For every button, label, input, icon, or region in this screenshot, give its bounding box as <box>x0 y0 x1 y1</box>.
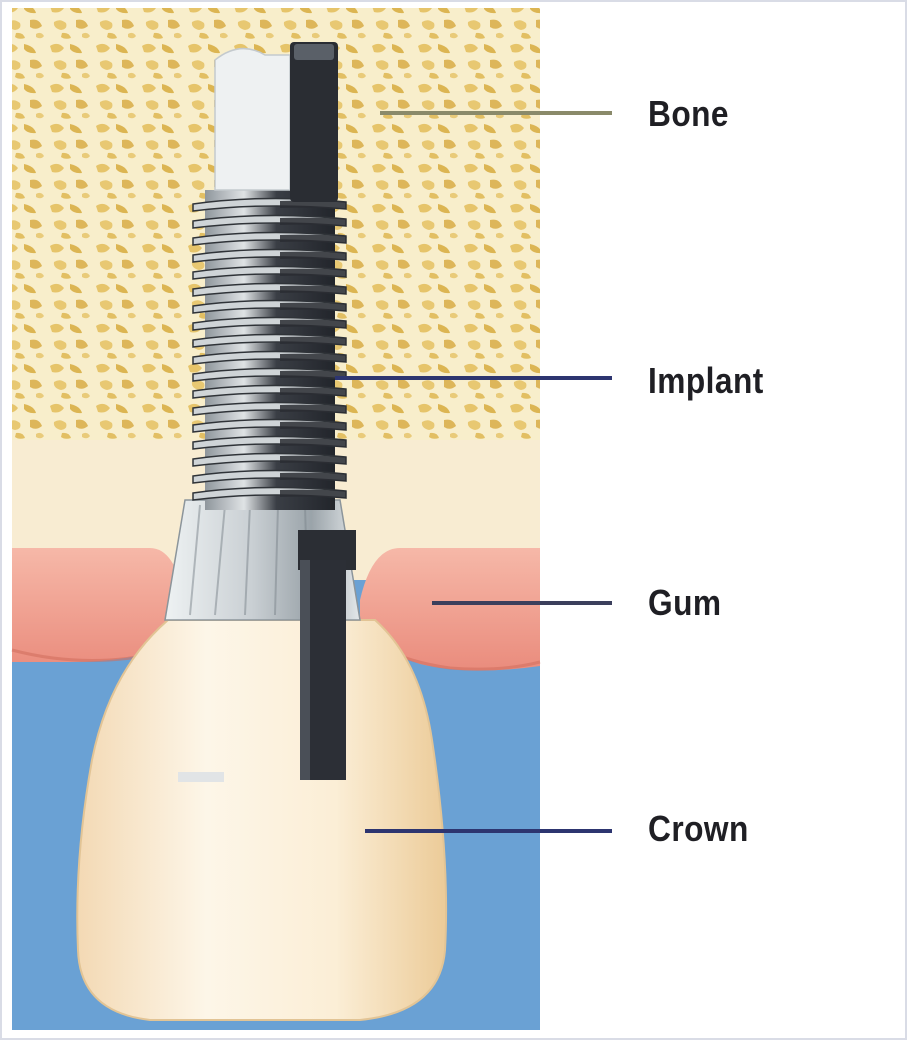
screw-channel-highlight <box>300 560 310 780</box>
crown-label: Crown <box>648 808 749 850</box>
implant-top-cap <box>294 44 334 60</box>
gum-label: Gum <box>648 582 721 624</box>
implant-top-dark <box>290 42 338 202</box>
crown <box>77 620 446 1020</box>
crown-inner-mark <box>178 772 224 782</box>
bone-label: Bone <box>648 93 729 135</box>
implant-label: Implant <box>648 360 764 402</box>
implant-top <box>215 49 290 190</box>
